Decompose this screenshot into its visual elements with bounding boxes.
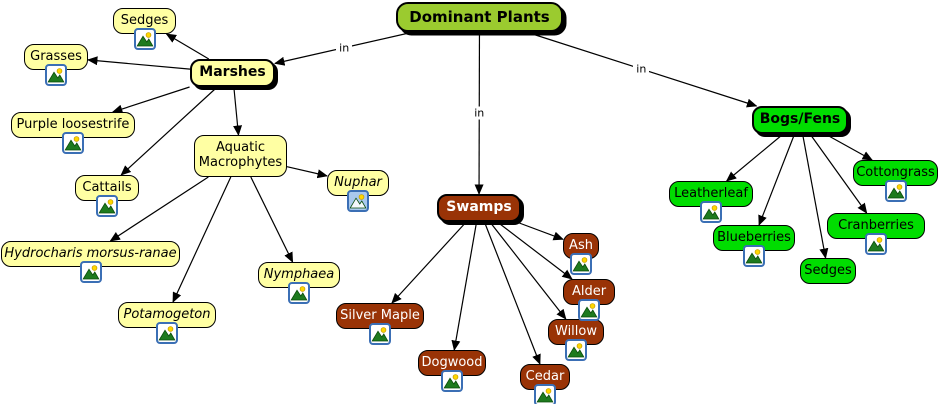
node-label: Nuphar [334, 174, 382, 190]
edge-bogs-fens-cranberries [809, 133, 868, 214]
node-leatherleaf[interactable]: Leatherleaf [669, 181, 753, 223]
node-label: Cottongrass [856, 164, 935, 180]
node-label: Sedges [120, 12, 169, 28]
image-icon[interactable] [565, 339, 587, 361]
edge-marshes-cattails [120, 86, 218, 176]
node-bogs-fens[interactable]: Bogs/Fens [752, 106, 848, 134]
node-label: Cranberries [838, 217, 914, 233]
node-grasses[interactable]: Grasses [24, 44, 88, 86]
image-icon[interactable] [347, 190, 369, 212]
node-label: Dogwood [421, 354, 483, 370]
image-icon[interactable] [133, 28, 156, 50]
edge-bogs-fens-sedges-bog [802, 133, 829, 259]
edge-swamps-silver-maple [391, 221, 467, 304]
image-icon[interactable] [534, 384, 556, 404]
linking-phrase[interactable]: in [471, 106, 488, 120]
edge-bogs-fens-blueberries [758, 133, 796, 226]
edge-aquatic-macrophytes-potamogeton [172, 176, 232, 303]
node-sedges-marsh[interactable]: Sedges [113, 8, 176, 50]
node-label: Purple loosestrife [16, 116, 130, 132]
linking-phrase[interactable]: in [633, 62, 650, 76]
node-alder[interactable]: Alder [563, 279, 615, 321]
image-icon[interactable] [62, 132, 84, 154]
node-nymphaea[interactable]: Nymphaea [258, 262, 340, 304]
image-icon[interactable] [743, 245, 765, 267]
node-sedges-bog[interactable]: Sedges [800, 258, 856, 284]
image-icon[interactable] [96, 195, 118, 217]
node-cedar[interactable]: Cedar [520, 364, 570, 404]
node-label: Cattails [82, 179, 132, 195]
edge-aquatic-macrophytes-hydrocharis [109, 176, 209, 242]
edge-aquatic-macrophytes-nymphaea [250, 176, 294, 263]
node-cottongrass[interactable]: Cottongrass [853, 160, 938, 202]
node-label: Dominant Plants [409, 7, 550, 26]
node-label: Silver Maple [340, 307, 420, 323]
node-purple-loosestrife[interactable]: Purple loosestrife [11, 112, 135, 154]
image-icon[interactable] [884, 180, 907, 202]
node-cranberries[interactable]: Cranberries [827, 213, 925, 255]
node-label: Grasses [30, 48, 82, 64]
node-label: Nymphaea [263, 266, 335, 282]
node-willow[interactable]: Willow [548, 319, 604, 361]
node-label: Blueberries [717, 229, 791, 245]
edge-bogs-fens-leatherleaf [725, 133, 784, 182]
image-icon[interactable] [570, 253, 592, 275]
edge-swamps-cedar [483, 221, 541, 365]
node-label: Cedar [525, 368, 565, 384]
node-label: Aquatic Macrophytes [198, 140, 283, 170]
node-silver-maple[interactable]: Silver Maple [336, 303, 424, 345]
node-label: Willow [555, 323, 597, 339]
node-label: Leatherleaf [674, 185, 748, 201]
node-label: Swamps [446, 199, 512, 216]
node-hydrocharis[interactable]: Hydrocharis morsus-ranae [1, 241, 180, 283]
node-potamogeton[interactable]: Potamogeton [118, 302, 216, 344]
node-label: Marshes [199, 64, 266, 81]
edge-marshes-aquatic-macrophytes [233, 86, 243, 136]
node-dominant-plants[interactable]: Dominant Plants [396, 2, 563, 32]
linking-phrase[interactable]: in [336, 41, 353, 55]
edge-marshes-grasses [87, 56, 191, 70]
edge-swamps-ash [516, 221, 564, 241]
edge-bogs-fens-cottongrass [824, 133, 873, 161]
node-aquatic-macrophytes[interactable]: Aquatic Macrophytes [194, 135, 287, 177]
image-icon[interactable] [865, 233, 887, 255]
node-swamps[interactable]: Swamps [437, 194, 521, 222]
node-nuphar[interactable]: Nuphar [327, 170, 389, 212]
node-cattails[interactable]: Cattails [75, 175, 139, 217]
image-icon[interactable] [700, 201, 722, 223]
image-icon[interactable] [441, 370, 463, 392]
node-ash[interactable]: Ash [563, 233, 599, 275]
edge-marshes-purple-loosestrife [111, 86, 190, 114]
image-icon[interactable] [288, 282, 310, 304]
image-icon[interactable] [79, 261, 102, 283]
node-marshes[interactable]: Marshes [190, 59, 275, 87]
image-icon[interactable] [369, 323, 391, 345]
edge-swamps-dogwood [451, 221, 478, 351]
node-label: Hydrocharis morsus-ranae [4, 245, 177, 261]
edge-swamps-alder [496, 221, 573, 280]
image-icon[interactable] [45, 64, 67, 86]
node-label: Ash [569, 237, 593, 253]
edge-aquatic-macrophytes-nuphar [286, 166, 328, 179]
node-blueberries[interactable]: Blueberries [713, 225, 795, 267]
image-icon[interactable] [156, 322, 178, 344]
edge-swamps-willow [489, 221, 567, 320]
node-label: Bogs/Fens [759, 111, 841, 128]
node-label: Potamogeton [123, 306, 211, 322]
edge-marshes-sedges-marsh [165, 33, 210, 60]
image-icon[interactable] [578, 299, 600, 321]
node-label: Alder [571, 283, 607, 299]
node-dogwood[interactable]: Dogwood [418, 350, 486, 392]
node-label: Sedges [804, 262, 852, 278]
